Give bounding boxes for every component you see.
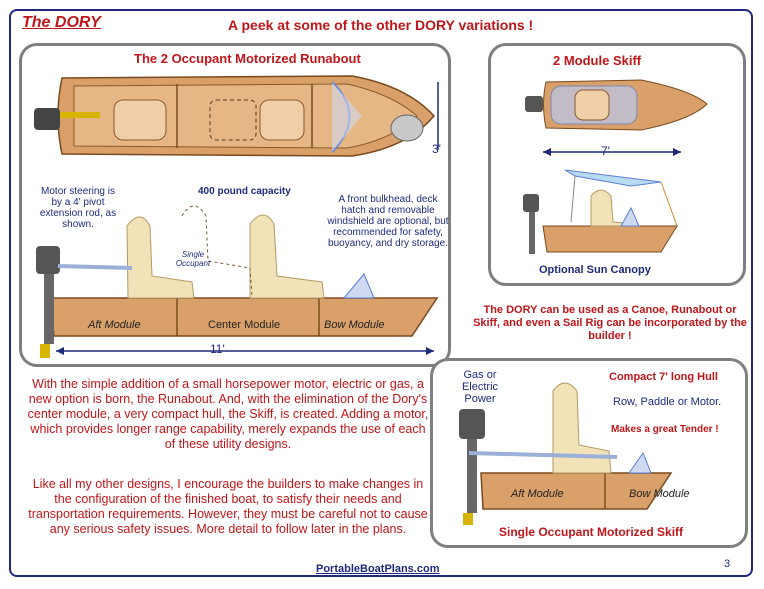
skiff2-length-dim: 7': [601, 144, 610, 158]
single-tender: Makes a great Tender !: [611, 424, 719, 435]
single-panel: Gas or Electric Power Compact 7' long Hu…: [430, 358, 748, 548]
skiff2-canopy: Optional Sun Canopy: [539, 264, 651, 276]
paragraph-runabout: With the simple addition of a small hors…: [27, 377, 429, 451]
skiff2-illustration: [523, 79, 708, 254]
runabout-panel: The 2 Occupant Motorized Runabout: [19, 43, 451, 367]
single-bow-module: Bow Module: [629, 488, 690, 500]
runabout-bulkhead-note: A front bulkhead, deck hatch and removab…: [327, 194, 449, 249]
single-modes: Row, Paddle or Motor.: [613, 396, 722, 408]
single-illustration: [459, 382, 673, 525]
skiff2-title: 2 Module Skiff: [553, 53, 642, 68]
single-power: Gas or Electric Power: [461, 369, 499, 405]
page-frame: [9, 9, 753, 577]
footer-link[interactable]: PortableBoatPlans.com: [316, 563, 440, 575]
runabout-aft-module: Aft Module: [88, 319, 141, 331]
paragraph-builders: Like all my other designs, I encourage t…: [28, 477, 428, 536]
single-title: Single Occupant Motorized Skiff: [499, 525, 684, 539]
uses-note: The DORY can be used as a Canoe, Runabou…: [473, 304, 747, 342]
single-aft-module: Aft Module: [511, 488, 564, 500]
runabout-width-dim: 3': [432, 142, 441, 156]
runabout-title: The 2 Occupant Motorized Runabout: [134, 51, 361, 66]
skiff2-panel: 2 Module Skiff 7' Optional Sun Canopy: [488, 43, 746, 286]
runabout-capacity: 400 pound capacity: [198, 186, 291, 197]
runabout-illustration: [34, 75, 439, 358]
single-hull: Compact 7' long Hull: [609, 371, 718, 383]
page-number: 3: [724, 558, 731, 570]
runabout-center-module: Center Module: [208, 319, 281, 331]
runabout-length-dim: 11': [210, 342, 225, 356]
page-heading: A peek at some of the other DORY variati…: [228, 17, 534, 33]
brand-title: The DORY: [22, 14, 101, 31]
runabout-steering-note: Motor steering is by a 4' pivot extensio…: [39, 186, 117, 230]
runabout-bow-module: Bow Module: [324, 319, 385, 331]
runabout-single-occupant: Single Occupant: [175, 250, 211, 268]
